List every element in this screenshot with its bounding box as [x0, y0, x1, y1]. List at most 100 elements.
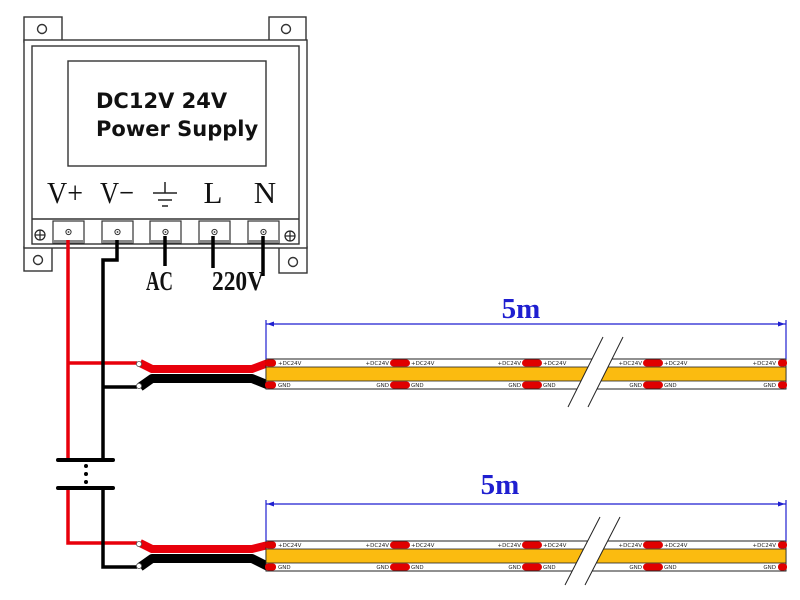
solder-pad: [778, 359, 787, 367]
arrow-left-icon: [267, 501, 274, 507]
negative-pad-label: GND: [508, 565, 521, 571]
negative-pad-label: GND: [278, 565, 291, 571]
terminal-screw-icon: [114, 228, 121, 236]
terminal-screw-center: [262, 231, 265, 233]
solder-pad: [643, 381, 663, 389]
solder-pad: [390, 359, 410, 367]
solder-pad: [265, 359, 276, 367]
solder-pad: [390, 563, 410, 571]
negative-pad-label: GND: [629, 383, 642, 389]
mount-hole-icon: [32, 254, 44, 266]
solder-pad: [522, 381, 542, 389]
ac-input-wires: [163, 236, 265, 276]
mount-hole-icon: [280, 23, 292, 35]
negative-cable: [137, 554, 271, 571]
solder-pad: [778, 381, 787, 389]
positive-pad-label: +DC24V: [753, 361, 777, 367]
led-strips: +DC24V GND +DC24V GND +DC24V +DC24V GND GND +DC2…: [265, 293, 787, 586]
mount-tab-top-left: [23, 16, 63, 43]
negative-pad-label: GND: [763, 383, 776, 389]
positive-pad-label: +DC24V: [278, 361, 302, 367]
solder-pad: [265, 541, 276, 549]
ellipsis-dot: [84, 480, 88, 484]
terminal-label-v-plus: V+: [47, 175, 83, 210]
positive-pad-label: +DC24V: [498, 543, 522, 549]
positive-pad-label: +DC24V: [366, 361, 390, 367]
terminal-label-l: L: [204, 175, 223, 210]
side-screw-icon: [34, 229, 46, 241]
positive-pad-label: +DC24V: [664, 361, 688, 367]
negative-pad-label: GND: [543, 383, 556, 389]
voltage-label: 220V: [212, 266, 264, 296]
negative-pad-label: GND: [543, 565, 556, 571]
wire-tip: [135, 541, 142, 548]
solder-pad: [778, 541, 787, 549]
terminal-block: [52, 220, 85, 244]
ground-icon: [153, 182, 177, 207]
terminal-screw-icon: [162, 228, 169, 236]
mount-tab-bottom-left: [23, 246, 53, 272]
strip-length-label: 5m: [502, 293, 541, 325]
negative-pad-label: GND: [411, 565, 424, 571]
terminal-screw-center: [164, 231, 167, 233]
terminal-label-n: N: [254, 175, 276, 210]
negative-pad-label: GND: [411, 383, 424, 389]
led-strip: +DC24V GND +DC24V GND +DC24V +DC24V GND GND +DC2…: [265, 293, 787, 408]
terminal-screw-center: [116, 231, 119, 233]
side-screw-icon: [284, 230, 296, 242]
mount-hole-icon: [36, 23, 48, 35]
mount-hole-icon: [287, 256, 299, 268]
terminal-screw-center: [67, 231, 70, 233]
positive-pad-label: +DC24V: [664, 543, 688, 549]
solder-pad: [265, 381, 276, 389]
solder-pad: [265, 563, 276, 571]
negative-pad-label: GND: [763, 565, 776, 571]
negative-pad-label: GND: [376, 383, 389, 389]
positive-pad-label: +DC24V: [543, 543, 567, 549]
negative-wire-trunk: [101, 488, 137, 569]
terminal-screw-center: [213, 231, 216, 233]
strip-feed-cable: [135, 359, 270, 391]
positive-pad-label: +DC24V: [411, 361, 435, 367]
positive-wire-trunk: [66, 488, 137, 545]
power-supply-title-line1: DC12V 24V: [96, 89, 228, 113]
ac-label: AC: [146, 266, 173, 296]
strip-break-gap: [568, 337, 623, 407]
mount-tab-top-right: [268, 16, 307, 43]
terminal-block: [101, 220, 134, 244]
negative-pad-label: GND: [278, 383, 291, 389]
solder-pad: [778, 563, 787, 571]
strip-break-line: [564, 516, 601, 586]
strip-break-line: [587, 336, 624, 408]
negative-cable: [137, 374, 270, 391]
solder-pad: [522, 359, 542, 367]
positive-pad-label: +DC24V: [498, 361, 522, 367]
ellipsis-dot: [84, 472, 88, 476]
positive-pad-label: +DC24V: [543, 361, 567, 367]
positive-cable: [138, 359, 270, 373]
wire-tip: [135, 382, 142, 389]
terminal-screw-icon: [260, 228, 267, 236]
power-supply-title-line2: Power Supply: [96, 117, 258, 141]
positive-pad-label: +DC24V: [411, 543, 435, 549]
negative-pad-label: GND: [664, 383, 677, 389]
wire-tip: [135, 360, 142, 367]
label-panel: [67, 60, 267, 167]
negative-pad-label: GND: [376, 565, 389, 571]
terminal-screw-icon: [65, 228, 72, 236]
strip-length-label: 5m: [481, 469, 520, 501]
negative-pad-label: GND: [664, 565, 677, 571]
ellipsis-dot: [84, 464, 88, 468]
strip-led-area: [265, 366, 787, 382]
strip-led-area: [265, 548, 787, 564]
solder-pad: [390, 381, 410, 389]
solder-pad: [522, 541, 542, 549]
strip-break-line: [584, 516, 621, 586]
negative-wire-trunk: [101, 240, 119, 460]
wire-tip: [135, 563, 142, 570]
strip-feed-cable: [135, 539, 271, 571]
mount-tab-bottom-right: [278, 246, 308, 274]
negative-pad-label: GND: [629, 565, 642, 571]
positive-pad-label: +DC24V: [278, 543, 302, 549]
